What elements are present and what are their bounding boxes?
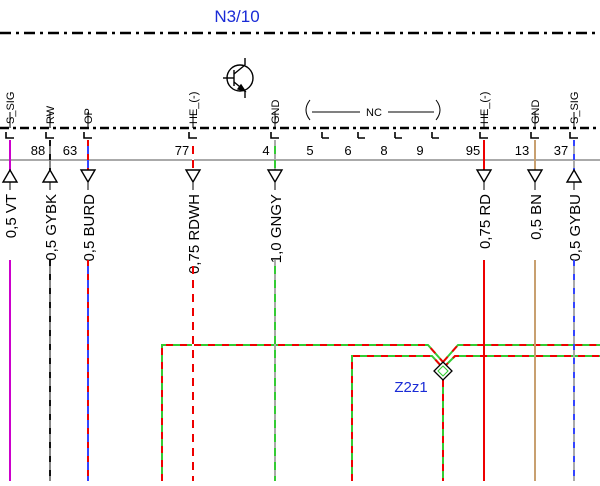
pin-bracket: [83, 132, 92, 139]
splice-label: Z2z1: [394, 379, 427, 396]
pin-63: RW 63 0,5 GYBK: [41, 105, 77, 481]
splice-wire-outer-right: [442, 344, 600, 363]
pin-signal-label: S_SIG: [5, 92, 17, 124]
pin-number: 95: [466, 143, 480, 158]
pin-bracket: [479, 132, 488, 139]
pin-bracket: [270, 132, 279, 139]
wire-label: 1,0 GNGY: [268, 194, 285, 263]
nc-pin-5: 5: [306, 132, 329, 158]
pin-number: 37: [554, 143, 568, 158]
pin-bracket: [188, 132, 197, 139]
wire-label: 0,5 GYBK: [43, 194, 60, 261]
splice-wire-outer-left-base: [161, 344, 444, 481]
arrow-down-icon: [79, 169, 97, 184]
pin-number: 88: [31, 143, 45, 158]
nc-pin-bracket: [394, 132, 402, 139]
nc-pin-number: 6: [344, 143, 351, 158]
pin-77: HE_(-) 77 0,75 RDWH: [175, 92, 203, 481]
wire-label: 0,5 BURD: [81, 194, 98, 262]
splice-wire-inner-right: [442, 355, 600, 369]
splice-icon: [433, 361, 453, 381]
pin-bracket: [45, 132, 54, 139]
arrow-up-icon: [41, 168, 59, 183]
pin-signal-label: OP: [83, 108, 95, 124]
arrow-down-icon: [184, 169, 202, 184]
pin-signal-label: HE_(-): [188, 92, 200, 124]
pin-4: GND 4 1,0 GNGY: [262, 100, 285, 481]
pin-op: OP 0,5 BURD: [79, 108, 98, 481]
pin-88: S_SIG 88 0,5 VT: [1, 92, 45, 481]
nc-pin-6: 6: [344, 132, 365, 158]
arrow-down-icon: [526, 169, 544, 184]
splice-wire-inner-left: [351, 355, 444, 481]
pin-signal-label: RW: [45, 105, 57, 124]
pin-number: 63: [63, 143, 77, 158]
nc-label: NC: [366, 107, 382, 119]
arrow-down-icon: [475, 169, 493, 184]
pin-95: HE_(-) 95 0,75 RD: [466, 92, 494, 481]
splice-wire-group: [161, 344, 600, 481]
nc-bracket: NC: [305, 99, 441, 121]
arrow-up-icon: [1, 168, 19, 183]
arrow-up-icon: [565, 168, 583, 183]
splice-wire-outer-left: [161, 344, 444, 481]
pin-signal-label: GND: [530, 100, 542, 125]
arrow-down-icon: [266, 169, 284, 184]
pin-37: S_SIG 37 0,5 GYBU: [554, 92, 584, 481]
nc-pin-number: 9: [416, 143, 423, 158]
component-title: N3/10: [214, 7, 259, 26]
pin-number: 4: [262, 143, 269, 158]
pin-13: GND 13 0,5 BN: [515, 100, 545, 481]
wire-label: 0,75 RD: [477, 194, 494, 249]
pin-bracket: [569, 132, 578, 139]
pin-group: S_SIG 88 0,5 VT RW 63 0,5 GYBK OP 0,5 BURD HE_(-…: [1, 92, 584, 481]
splice-wire-outer-right-base: [442, 344, 600, 363]
splice-wire-inner-left-base: [351, 355, 444, 481]
pin-number: 77: [175, 143, 189, 158]
pin-bracket: [5, 132, 14, 139]
pin-signal-label: GND: [270, 100, 282, 125]
wire-label: 0,5 VT: [3, 194, 20, 238]
nc-pin-9: 9: [416, 132, 439, 158]
nc-pin-group: 5 6 8 9: [306, 132, 439, 158]
wire-label: 0,5 BN: [528, 194, 545, 240]
nc-pin-number: 5: [306, 143, 313, 158]
nc-pin-bracket: [357, 132, 365, 139]
wire-label: 0,5 GYBU: [567, 194, 584, 262]
nc-pin-bracket: [321, 132, 329, 139]
nc-pin-8: 8: [380, 132, 402, 158]
pin-bracket: [530, 132, 539, 139]
splice-wire-inner-right-base: [442, 355, 600, 369]
pin-number: 13: [515, 143, 529, 158]
pin-signal-label: S_SIG: [569, 92, 581, 124]
wire-label: 0,75 RDWH: [186, 194, 203, 274]
nc-pin-number: 8: [380, 143, 387, 158]
pin-signal-label: HE_(-): [479, 92, 491, 124]
transistor-icon: [223, 58, 254, 98]
nc-pin-bracket: [431, 132, 439, 139]
